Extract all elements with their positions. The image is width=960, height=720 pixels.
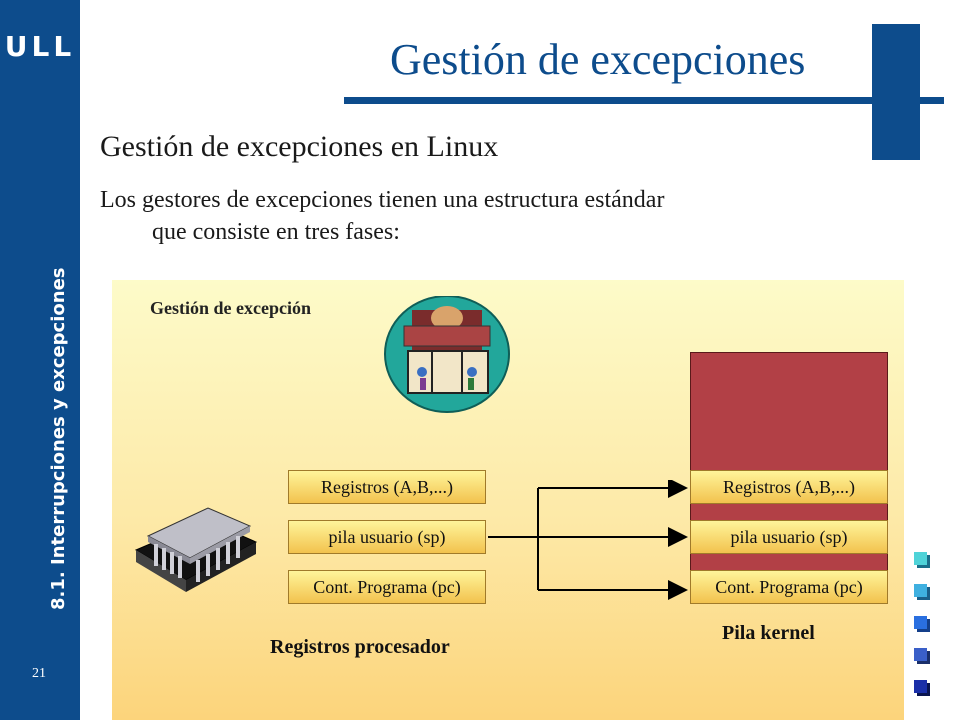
body-line-2: que consiste en tres fases: [152,219,400,245]
title-underline [344,97,944,104]
section-title: 8.1. Interrupciones y excepciones [48,267,69,610]
decor-square [914,584,927,597]
slide-title: Gestión de excepciones [390,35,806,84]
processor-chip-icon [134,507,258,592]
body-text: Los gestores de excepciones tienen una e… [100,184,860,248]
ull-logo: ULL [4,30,76,63]
kernel-stack-label: Pila kernel [722,622,815,644]
save-arrows [488,480,688,600]
processor-register-general: Registros (A,B,...) [288,470,486,504]
exception-handler-illustration-icon [384,296,510,413]
decor-square [914,648,927,661]
decor-square [914,680,927,693]
page-number: 21 [32,666,46,681]
kernel-register-pc: Cont. Programa (pc) [690,570,888,604]
kernel-register-sp: pila usuario (sp) [690,520,888,554]
diagram-title: Gestión de excepción [150,298,311,318]
title-accent-block [872,24,920,160]
processor-register-sp: pila usuario (sp) [288,520,486,554]
sidebar [0,0,80,720]
decor-square [914,552,927,565]
processor-register-pc: Cont. Programa (pc) [288,570,486,604]
processor-registers-label: Registros procesador [270,636,450,658]
slide-subtitle: Gestión de excepciones en Linux [100,130,499,163]
kernel-register-general: Registros (A,B,...) [690,470,888,504]
body-line-1: Los gestores de excepciones tienen una e… [100,187,665,213]
decor-square [914,616,927,629]
